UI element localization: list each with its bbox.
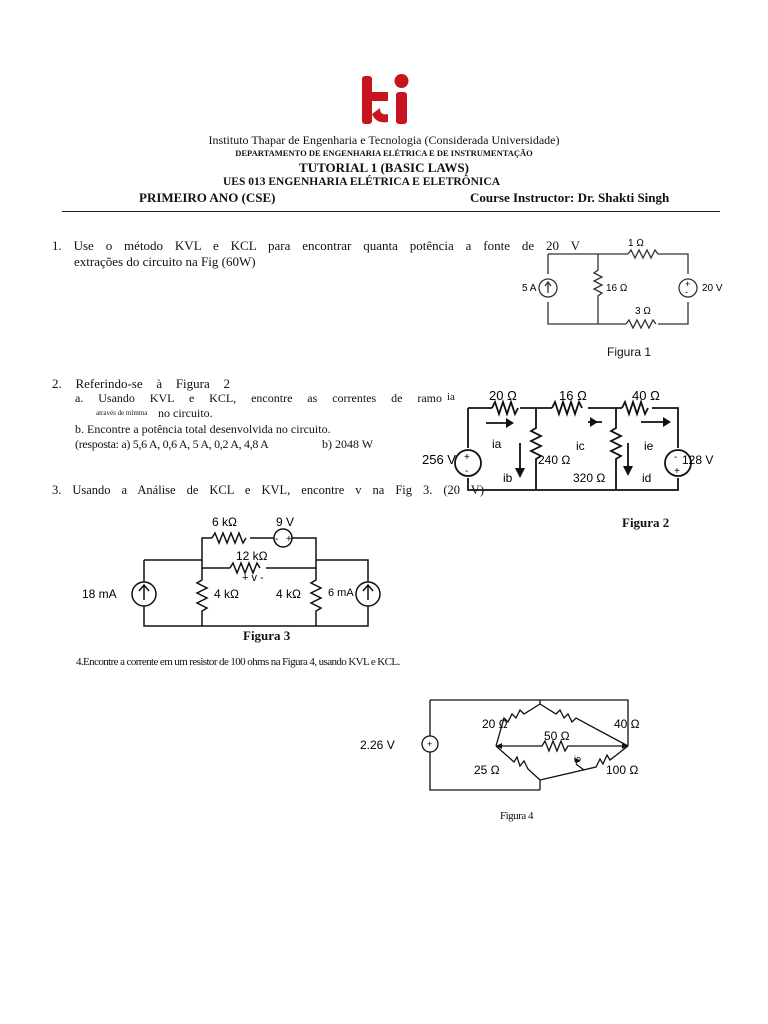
fig4-r2-label: 40 Ω — [614, 717, 640, 731]
figure-3-circuit: 6 kΩ 9 V 12 kΩ + v - 4 kΩ 4 kΩ 18 mA 6 m… — [82, 515, 381, 627]
fig2-r4-label: 240 Ω — [538, 453, 570, 467]
year-label: PRIMEIRO ANO (CSE) — [139, 190, 276, 205]
q3-text: 3. Usando a Análise de KCL e KVL, encont… — [52, 483, 484, 497]
figure-2-circuit: 20 Ω 16 Ω 40 Ω 240 Ω 320 Ω 256 V 128 V i… — [422, 388, 713, 491]
q1-line2: extrações do circuito na Fig (60W) — [74, 254, 256, 269]
fig2-v2-label: 128 V — [682, 453, 713, 467]
q4-text: 4.Encontre a corrente em um resistor de … — [76, 656, 400, 668]
figure-4-caption: Figura 4 — [500, 810, 533, 822]
fig1-r2-label: 16 Ω — [606, 283, 628, 294]
q2-line-b: b. Encontre a potência total desenvolvid… — [75, 422, 331, 436]
fig3-r1-label: 6 kΩ — [212, 515, 237, 529]
figure-4-circuit: 2.26 V 20 Ω 40 Ω 50 Ω 25 Ω 100 Ω io + — [360, 699, 640, 791]
fig1-src-i-label: 5 A — [522, 283, 537, 294]
fig2-r5-label: 320 Ω — [573, 471, 605, 485]
q2-ia: ia — [447, 391, 455, 403]
fig3-i2-label: 6 mA — [328, 587, 354, 599]
q2-answer: (resposta: a) 5,6 A, 0,6 A, 5 A, 0,2 A, … — [75, 437, 269, 451]
fig2-ib-label: ib — [503, 471, 513, 485]
tutorial-title: TUTORIAL 1 (BASIC LAWS) — [299, 160, 469, 175]
svg-text:-: - — [465, 466, 468, 477]
fig3-v-label: + v - — [242, 572, 264, 584]
instructor-label: Course Instructor: Dr. Shakti Singh — [470, 190, 670, 205]
fig4-r4-label: 25 Ω — [474, 763, 500, 777]
fig2-r2-label: 16 Ω — [559, 388, 587, 403]
header-rule — [62, 211, 720, 212]
q2-answer-b: b) 2048 W — [322, 437, 374, 451]
fig2-ic-label: ic — [576, 439, 585, 453]
fig3-r3-label: 4 kΩ — [214, 587, 239, 601]
fig2-id-label: id — [642, 471, 651, 485]
fig2-v1-label: 256 V — [422, 452, 456, 467]
fig3-r2-label: 12 kΩ — [236, 549, 268, 563]
q2-line-a2: no circuito. — [158, 406, 213, 420]
fig1-r3-label: 3 Ω — [635, 306, 651, 317]
q2-line-a2-small: através de mimma — [96, 409, 148, 417]
fig3-i1-label: 18 mA — [82, 587, 117, 601]
fig4-io-label: io — [574, 754, 581, 764]
fig4-r5-label: 100 Ω — [606, 763, 638, 777]
course-name: UES 013 ENGENHARIA ELÉTRICA E ELETRÔNICA — [223, 176, 501, 188]
figure-2-caption: Figura 2 — [622, 515, 670, 530]
figure-1-caption: Figura 1 — [607, 345, 652, 359]
svg-text:-: - — [685, 287, 688, 297]
q2-line1: 2. Referindo-se à Figura 2 — [52, 376, 230, 391]
fig3-r4-label: 4 kΩ — [276, 587, 301, 601]
svg-text:-: - — [674, 452, 677, 463]
svg-text:+: + — [427, 739, 432, 749]
institute-name: Instituto Thapar de Engenharia e Tecnolo… — [208, 133, 560, 147]
svg-text:+: + — [674, 466, 680, 477]
ti-logo-icon — [362, 74, 409, 124]
fig3-vs-label: 9 V — [276, 515, 294, 529]
fig4-r1-label: 20 Ω — [482, 717, 508, 731]
institute-logo — [356, 70, 416, 130]
fig1-src-v-label: 20 V — [702, 283, 723, 294]
fig1-r1-label: 1 Ω — [628, 238, 644, 249]
fig2-r1-label: 20 Ω — [489, 388, 517, 403]
fig2-ie-label: ie — [644, 439, 654, 453]
q2-line-a: a. Usando KVL e KCL, encontre as corrent… — [75, 391, 442, 405]
fig2-ia-label: ia — [492, 437, 502, 451]
fig4-r3-label: 50 Ω — [544, 729, 570, 743]
svg-text:+: + — [685, 279, 690, 289]
department-name: DEPARTAMENTO DE ENGENHARIA ELÉTRICA E DE… — [235, 148, 533, 158]
fig2-r3-label: 40 Ω — [632, 388, 660, 403]
svg-text:+: + — [286, 534, 292, 545]
figure-1-circuit: 1 Ω 16 Ω 3 Ω 5 A 20 V + - — [522, 238, 723, 330]
svg-text:-: - — [275, 534, 278, 545]
fig4-vs-label: 2.26 V — [360, 738, 395, 752]
svg-text:+: + — [464, 452, 470, 463]
q1-line1: 1. Use o método KVL e KCL para encontrar… — [52, 238, 580, 253]
figure-3-caption: Figura 3 — [243, 628, 291, 643]
